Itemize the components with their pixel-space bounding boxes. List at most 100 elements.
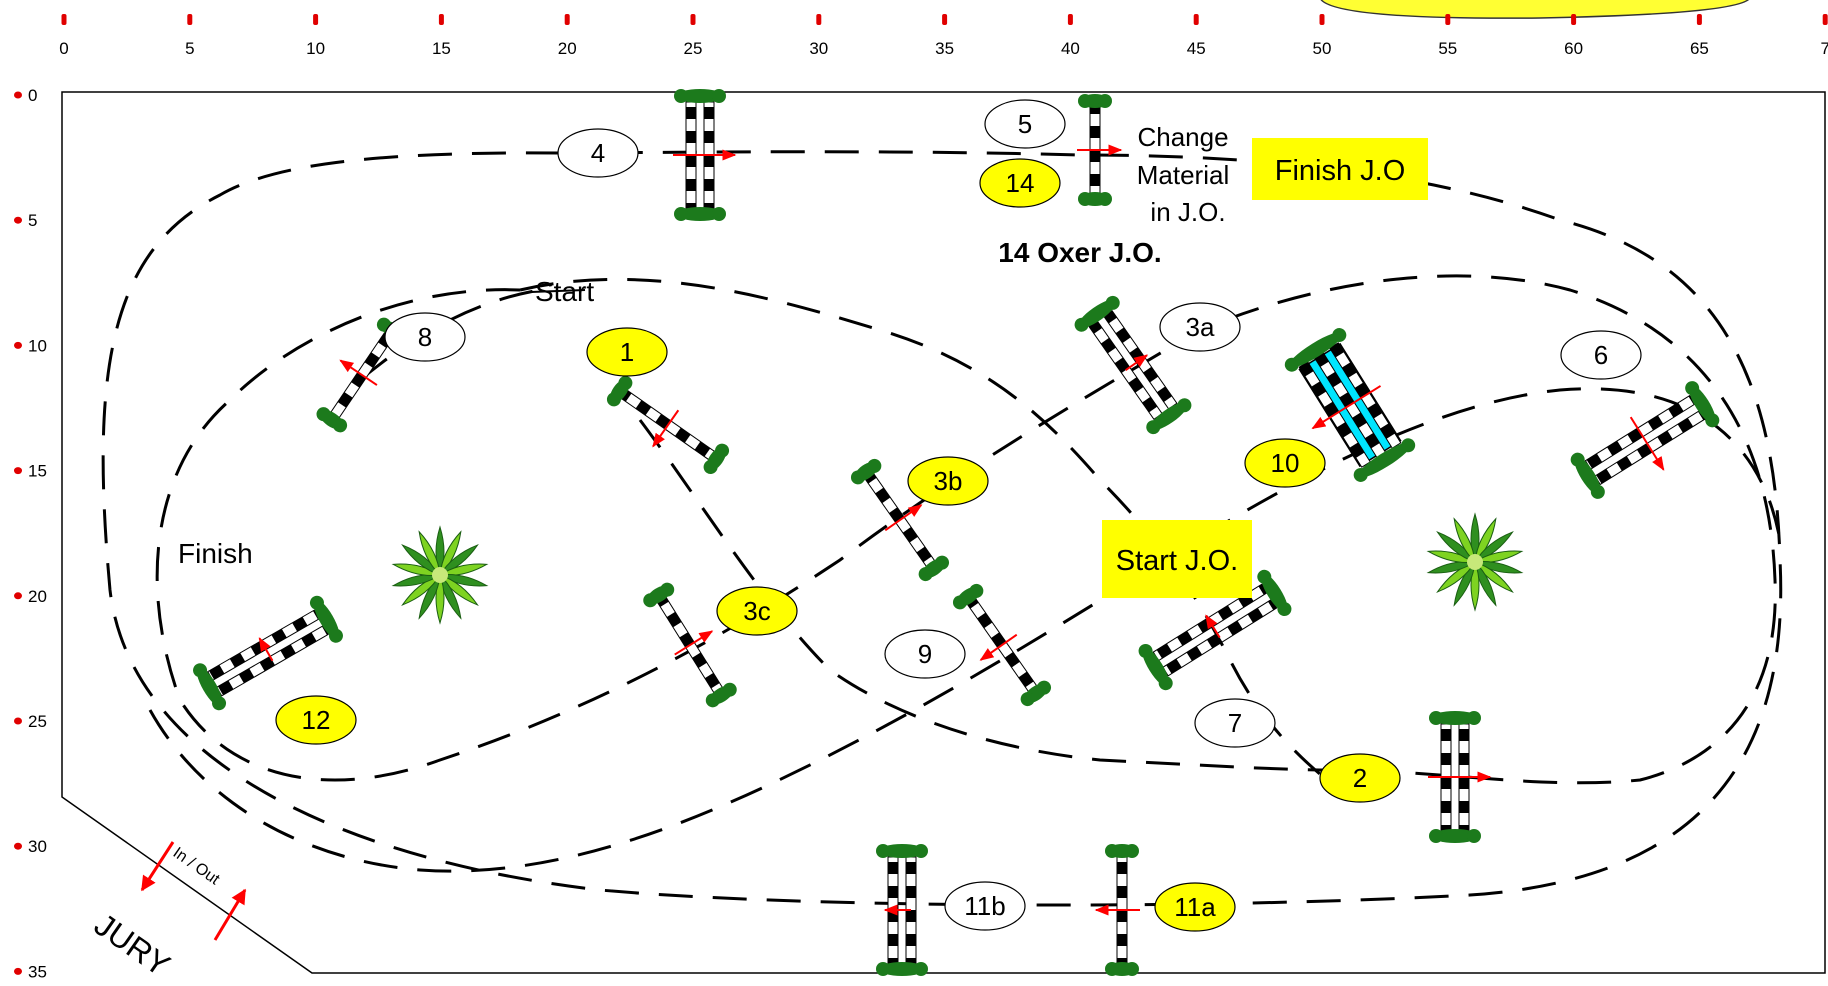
top-ruler-label: 20 [558,39,577,58]
marker-10: 10 [1244,438,1326,488]
top-ruler-label: 45 [1187,39,1206,58]
obstacles [193,89,1720,976]
fence-9 [952,583,1052,707]
top-ruler-label: 30 [809,39,828,58]
top-ruler-tick [1822,14,1828,25]
top-ruler-tick [1696,14,1702,25]
left-ruler-label: 35 [28,962,47,981]
start-jo-label: Start J.O. [1116,545,1238,577]
plant-right [1426,512,1524,612]
top-ruler-label: 35 [935,39,954,58]
change-label-line3: in J.O. [1150,197,1225,227]
finish-jo-highlight [1252,138,1428,200]
fence-3c [643,582,737,708]
marker-11b: 11b [944,881,1026,931]
marker-label: 11b [964,891,1005,921]
fence-7 [1138,569,1292,691]
change-label-line2: Material [1137,160,1229,190]
left-ruler-tick [14,717,22,725]
left-ruler-label: 10 [28,336,47,355]
top-ruler-tick [1319,14,1325,25]
left-ruler-tick [14,91,22,99]
marker-8: 8 [384,312,466,362]
fence-5-14 [1077,94,1123,206]
marker-3b: 3b [907,456,989,506]
fence-2 [1428,711,1492,843]
fence-1 [606,375,730,475]
fence-11b [876,844,928,976]
marker-11a: 11a [1154,882,1236,932]
marker-label: 9 [918,639,932,669]
marker-label: 3b [934,466,963,496]
left-ruler-tick [14,467,22,475]
marker-label: 7 [1228,708,1242,738]
change-label-line1: Change [1137,122,1228,152]
left-ruler-tick [14,341,22,349]
left-ruler-label: 25 [28,712,47,731]
finish-label: Finish [178,538,253,569]
marker-6: 6 [1560,330,1642,380]
top-ruler-label: 60 [1564,39,1583,58]
top-ruler-tick [187,14,193,25]
fence-6 [1570,381,1720,499]
top-ruler-tick [1445,14,1451,25]
marker-3c: 3c [716,586,798,636]
top-ruler-tick [942,14,948,25]
top-ruler-label: 10 [306,39,325,58]
top-ruler-label: 7 [1820,39,1828,58]
fence-10 [1284,328,1416,482]
marker-5: 5 [984,99,1066,149]
marker-label: 6 [1594,340,1608,370]
top-ruler-tick [816,14,822,25]
marker-7: 7 [1194,698,1276,748]
marker-label: 1 [620,337,634,367]
left-ruler-label: 20 [28,587,47,606]
fence-4 [673,89,737,221]
fence-3a [1074,295,1192,435]
marker-1: 1 [586,327,668,377]
top-ruler-tick [438,14,444,25]
left-ruler-tick [14,967,22,975]
fence-3b [850,458,950,582]
course-route-lines [101,150,1783,907]
top-ruler-tick [564,14,570,25]
marker-label: 14 [1006,168,1035,198]
marker-label: 10 [1271,448,1300,478]
marker-label: 11a [1174,892,1216,922]
top-ruler-tick [61,14,67,25]
jury-label: JURY [88,906,177,983]
top-ruler-label: 25 [684,39,703,58]
left-ruler-tick [14,592,22,600]
top-ruler-tick [1067,14,1073,25]
arena-boundary [61,91,1826,974]
top-ruler-label: 55 [1438,39,1457,58]
finish-jo-label: Finish J.O [1275,155,1406,187]
top-ruler-label: 65 [1690,39,1709,58]
marker-label: 5 [1018,109,1032,139]
top-ruler-tick [1571,14,1577,25]
marker-label: 2 [1353,763,1367,793]
plant-left [391,525,489,625]
yellow-ellipse-fragment [1320,0,1749,19]
top-ruler-tick [1193,14,1199,25]
fence-11a [1094,844,1140,976]
marker-label: 3a [1186,312,1215,342]
left-ruler-label: 5 [28,211,37,230]
top-ruler-label: 0 [59,39,68,58]
marker-9: 9 [884,629,966,679]
top-ruler-label: 40 [1061,39,1080,58]
fence-12 [193,595,343,711]
marker-label: 8 [418,322,432,352]
marker-3a: 3a [1159,302,1241,352]
top-ruler-label: 5 [185,39,194,58]
left-ruler-label: 30 [28,837,47,856]
top-ruler-label: 50 [1313,39,1332,58]
marker-label: 4 [591,138,605,168]
left-ruler-tick [14,842,22,850]
start-strike [530,289,586,293]
left-ruler-label: 0 [28,86,37,105]
marker-2: 2 [1319,753,1401,803]
